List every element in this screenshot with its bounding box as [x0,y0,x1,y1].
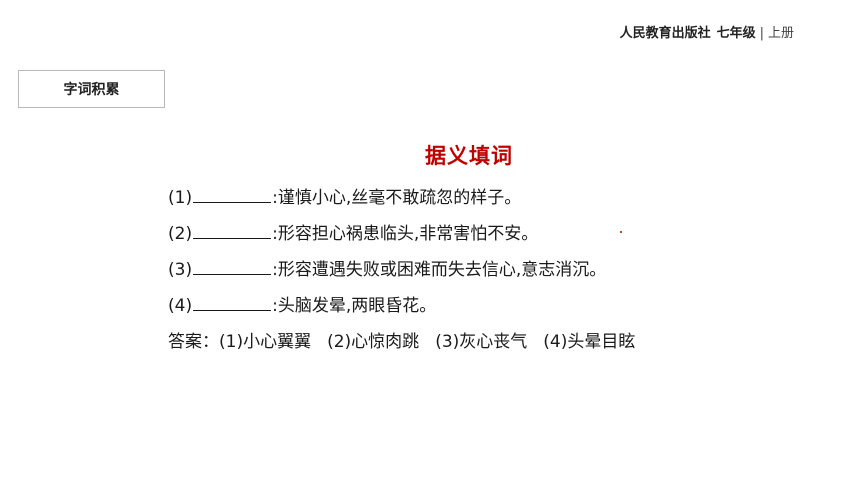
question-number: (1) [168,188,193,208]
question-definition: :形容担心祸患临头,非常害怕不安。 [272,224,539,244]
question-item-3: (3) :形容遭遇失败或困难而失去信心,意志消沉。 [168,252,635,288]
question-item-4: (4) :头脑发晕,两眼昏花。 [168,288,635,324]
answer-line: 答案：(1)小心翼翼 (2)心惊肉跳 (3)灰心丧气 (4)头晕目眩 [168,324,635,360]
question-definition: :谨慎小心,丝毫不敢疏忽的样子。 [272,188,522,208]
answer-item-3: (3)灰心丧气 [435,332,528,352]
answer-blank [193,220,272,239]
answer-item-2: (2)心惊肉跳 [327,332,420,352]
answer-blank [193,256,272,275]
grade-label: 七年级 [716,26,756,41]
header-separator: | [759,26,764,41]
question-definition: :头脑发晕,两眼昏花。 [272,296,437,316]
publisher-name: 人民教育出版社 [619,26,711,41]
answer-blank [193,184,272,203]
answer-blank [193,292,272,311]
question-number: (3) [168,260,193,280]
answer-item-1: (1)小心翼翼 [219,332,312,352]
question-item-2: (2) :形容担心祸患临头,非常害怕不安。 [168,216,635,252]
page-title: 据义填词 [425,144,513,168]
answer-label: 答案： [168,332,219,352]
question-definition: :形容遭遇失败或困难而失去信心,意志消沉。 [272,260,607,280]
page-header: 人民教育出版社七年级|上册 [620,22,794,41]
question-list: (1) :谨慎小心,丝毫不敢疏忽的样子。 (2) :形容担心祸患临头,非常害怕不安。… [168,180,635,360]
question-number: (2) [168,224,193,244]
volume-label: 上册 [767,26,794,41]
question-number: (4) [168,296,193,316]
answer-item-4: (4)头晕目眩 [543,332,636,352]
question-item-1: (1) :谨慎小心,丝毫不敢疏忽的样子。 [168,180,635,216]
decorative-dot [620,231,622,233]
section-tag: 字词积累 [18,70,165,108]
